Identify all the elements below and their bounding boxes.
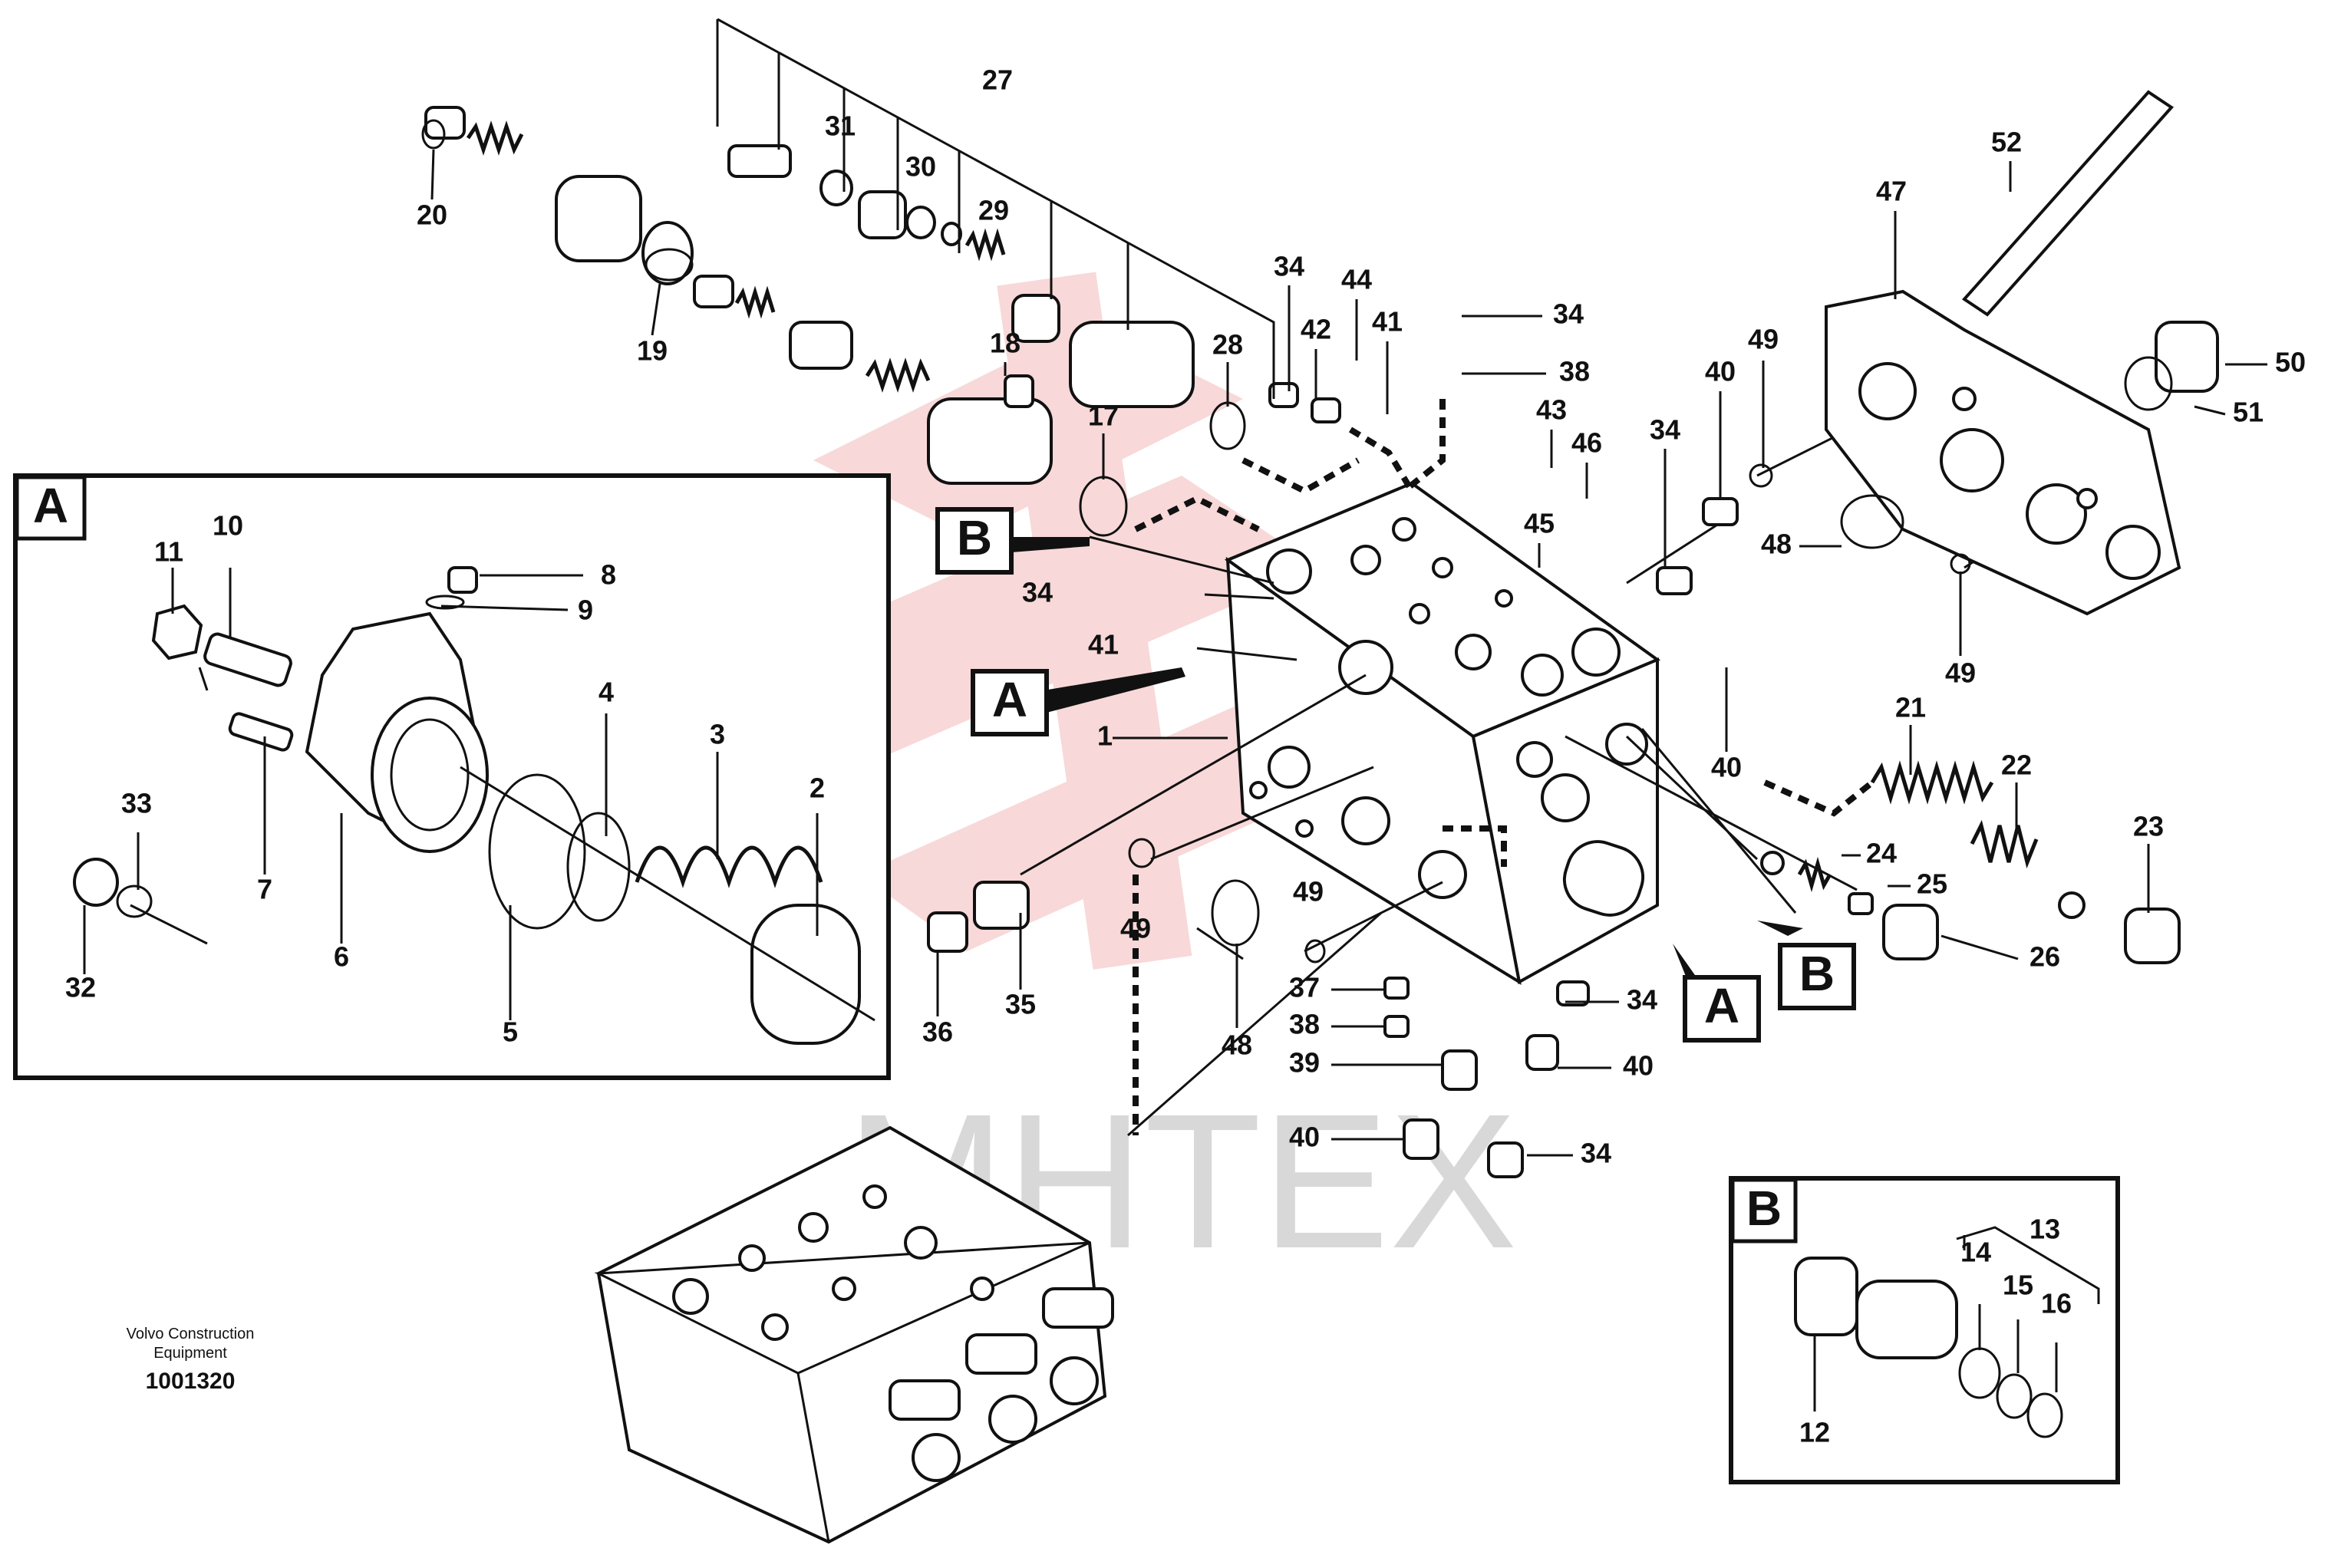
bracket-27 bbox=[716, 18, 1275, 399]
part-label: 52 bbox=[1991, 127, 2022, 158]
detail-a-caption: A bbox=[33, 478, 68, 533]
part-label: 8 bbox=[601, 559, 616, 591]
part-label: 41 bbox=[1088, 629, 1119, 660]
part-label: 40 bbox=[1289, 1122, 1320, 1153]
valve-overview bbox=[594, 1125, 1114, 1544]
callout-tags: B A A B bbox=[935, 507, 1856, 1043]
label-ties bbox=[430, 149, 2267, 1157]
part-label: 34 bbox=[1650, 414, 1680, 446]
part-label: 3 bbox=[710, 719, 725, 750]
part-label: 7 bbox=[257, 874, 272, 905]
part-label: 40 bbox=[1711, 752, 1742, 783]
part-label: 15 bbox=[2003, 1270, 2033, 1301]
part-label: 38 bbox=[1559, 356, 1590, 387]
part-label: 42 bbox=[1301, 314, 1331, 345]
part-label: 40 bbox=[1623, 1050, 1654, 1082]
part-label: 2 bbox=[809, 772, 825, 804]
part-label: 34 bbox=[1553, 298, 1584, 330]
part-label: 32 bbox=[65, 972, 96, 1003]
lower-fittings bbox=[927, 838, 1590, 1178]
part-label: 19 bbox=[637, 335, 668, 367]
part-label: 24 bbox=[1866, 838, 1897, 869]
part-label: 34 bbox=[1581, 1138, 1611, 1169]
detail-a-panel: A bbox=[13, 473, 891, 1080]
part-label: 44 bbox=[1341, 264, 1372, 295]
part-label: 13 bbox=[2030, 1214, 2060, 1245]
part-label: 51 bbox=[2233, 397, 2264, 428]
part-label: 26 bbox=[2030, 941, 2060, 973]
relief-springs-right bbox=[1760, 760, 2181, 964]
tag-a-right: A bbox=[1704, 978, 1739, 1033]
part-label: 49 bbox=[1293, 876, 1324, 908]
part-label: 27 bbox=[982, 64, 1013, 96]
part-label: 34 bbox=[1022, 577, 1053, 608]
part-label: 48 bbox=[1761, 529, 1792, 560]
publisher-line-2: Equipment bbox=[153, 1345, 227, 1362]
part-label: 20 bbox=[417, 199, 447, 231]
valve-block bbox=[1224, 481, 1661, 986]
part-label: 5 bbox=[503, 1016, 518, 1048]
part-label: 29 bbox=[978, 195, 1009, 226]
part-label: 17 bbox=[1088, 400, 1119, 432]
part-label: 10 bbox=[213, 510, 243, 542]
part-label: 1 bbox=[1097, 720, 1113, 752]
part-label: 28 bbox=[1212, 329, 1243, 361]
part-label: 48 bbox=[1222, 1029, 1252, 1061]
part-label: 46 bbox=[1571, 427, 1602, 459]
publisher-footer: Volvo Construction Equipment 1001320 bbox=[127, 1326, 255, 1394]
leader-lines bbox=[1020, 413, 2072, 1137]
part-label: 34 bbox=[1274, 251, 1304, 282]
part-label: 43 bbox=[1536, 394, 1567, 426]
part-label: 21 bbox=[1895, 692, 1926, 723]
part-label: 14 bbox=[1960, 1237, 1991, 1268]
part-label: 16 bbox=[2041, 1288, 2072, 1319]
part-label: 12 bbox=[1799, 1417, 1830, 1448]
cartridge-assembly-upper bbox=[421, 106, 1341, 537]
part-label: 31 bbox=[825, 110, 856, 142]
part-label: 25 bbox=[1917, 868, 1947, 900]
tag-b-right: B bbox=[1799, 946, 1835, 1001]
tag-a-left: A bbox=[992, 672, 1027, 727]
part-label: 50 bbox=[2275, 347, 2306, 378]
detail-b-panel: B bbox=[1729, 1176, 2120, 1484]
part-label: 39 bbox=[1289, 1047, 1320, 1079]
part-label: 45 bbox=[1524, 508, 1555, 539]
tag-b-top: B bbox=[957, 510, 992, 565]
part-label: 37 bbox=[1289, 972, 1320, 1003]
part-label: 36 bbox=[922, 1016, 953, 1048]
end-cover bbox=[1656, 90, 2219, 616]
part-label: 4 bbox=[598, 677, 614, 708]
figure-number: 1001320 bbox=[146, 1369, 236, 1394]
part-label: 18 bbox=[990, 328, 1021, 359]
part-label: 38 bbox=[1289, 1009, 1320, 1040]
part-label: 49 bbox=[1120, 913, 1151, 944]
part-label: 22 bbox=[2001, 749, 2032, 781]
part-label: 30 bbox=[905, 151, 936, 183]
part-label: 47 bbox=[1876, 176, 1907, 207]
part-label: 23 bbox=[2133, 811, 2164, 842]
part-number-labels: 1 2 3 4 5 6 7 8 9 10 11 12 13 14 15 16 1… bbox=[65, 64, 2306, 1448]
part-label: 33 bbox=[121, 788, 152, 819]
part-label: 9 bbox=[578, 595, 593, 626]
part-label: 11 bbox=[154, 536, 183, 568]
part-label: 49 bbox=[1945, 657, 1976, 689]
part-label: 41 bbox=[1372, 306, 1403, 338]
part-label: 40 bbox=[1705, 356, 1736, 387]
part-label: 35 bbox=[1005, 989, 1036, 1020]
part-label: 34 bbox=[1627, 984, 1657, 1016]
detail-b-caption: B bbox=[1746, 1181, 1782, 1236]
part-label: 6 bbox=[334, 941, 349, 973]
part-label: 49 bbox=[1748, 324, 1779, 355]
publisher-line-1: Volvo Construction bbox=[127, 1326, 255, 1342]
